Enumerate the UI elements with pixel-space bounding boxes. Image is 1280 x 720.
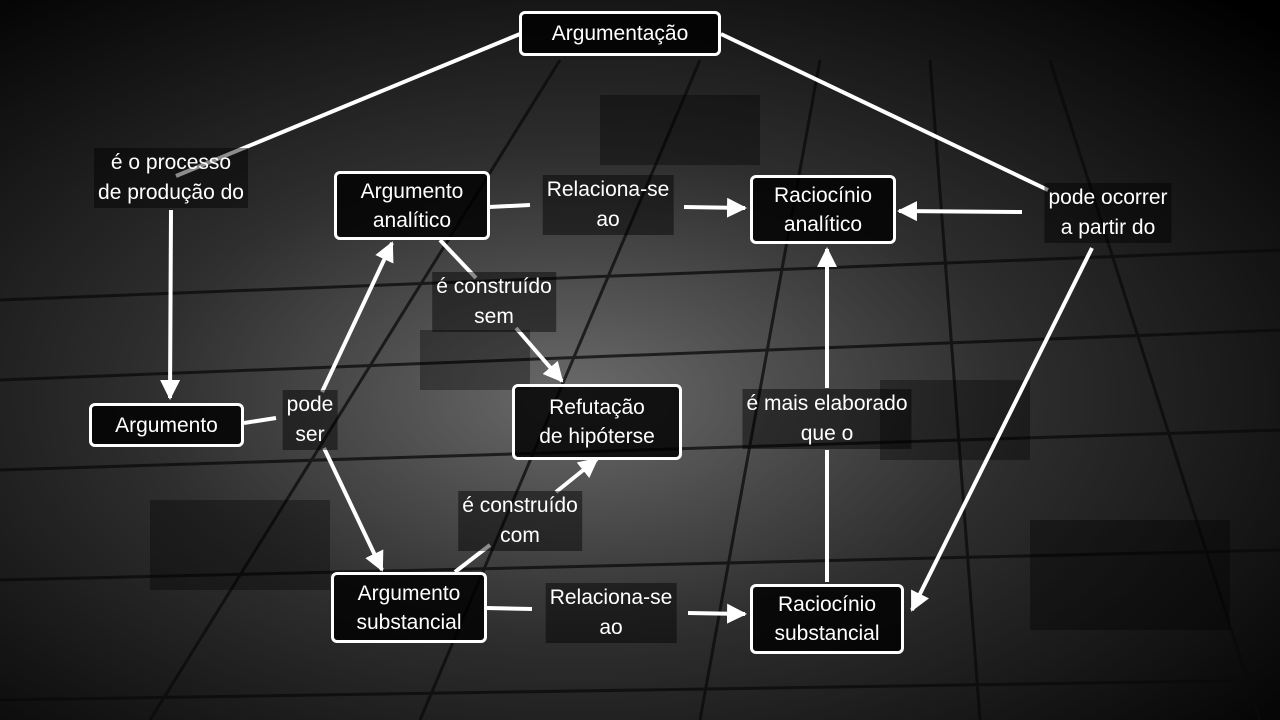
edge-argumentacao-to-raciocinio	[721, 34, 1048, 190]
edge-argumentacao-to-argumento-arrow	[170, 210, 171, 398]
edge-analitico-sem-arrow	[516, 328, 562, 381]
label-relaciona-top: Relaciona-se ao	[543, 175, 674, 235]
node-argumento-analitico[interactable]: Argumento analítico	[334, 171, 490, 240]
edge-substancial-relaciona-arrow	[688, 613, 745, 614]
edge-pode-ser-substancial	[324, 448, 382, 570]
edge-substancial-com-arrow	[556, 459, 597, 492]
label-construido-sem: é construído sem	[432, 272, 556, 332]
edge-analitico-relaciona	[489, 205, 530, 207]
edge-pode-ser-analitico	[322, 243, 392, 392]
label-pode-ocorrer: pode ocorrer a partir do	[1044, 183, 1171, 243]
edge-substancial-relaciona	[487, 608, 532, 609]
label-mais-elaborado: é mais elaborado que o	[742, 389, 911, 449]
edge-ocorrer-to-raciocinio-analitico	[899, 211, 1022, 212]
label-pode-ser: pode ser	[283, 390, 338, 450]
node-argumentacao[interactable]: Argumentação	[519, 11, 721, 56]
edge-argumento-pode-ser	[244, 418, 276, 423]
label-processo: é o processo de produção do	[94, 148, 248, 208]
node-argumento[interactable]: Argumento	[89, 403, 244, 447]
node-refutacao[interactable]: Refutação de hipóterse	[512, 384, 682, 460]
edge-analitico-relaciona-arrow	[684, 207, 745, 208]
label-relaciona-bottom: Relaciona-se ao	[546, 583, 677, 643]
edge-ocorrer-to-raciocinio-substancial	[912, 248, 1092, 610]
node-argumento-substancial[interactable]: Argumento substancial	[331, 572, 487, 643]
label-construido-com: é construído com	[458, 491, 582, 551]
node-raciocinio-analitico[interactable]: Raciocínio analítico	[750, 175, 896, 244]
node-raciocinio-substancial[interactable]: Raciocínio substancial	[750, 584, 904, 654]
